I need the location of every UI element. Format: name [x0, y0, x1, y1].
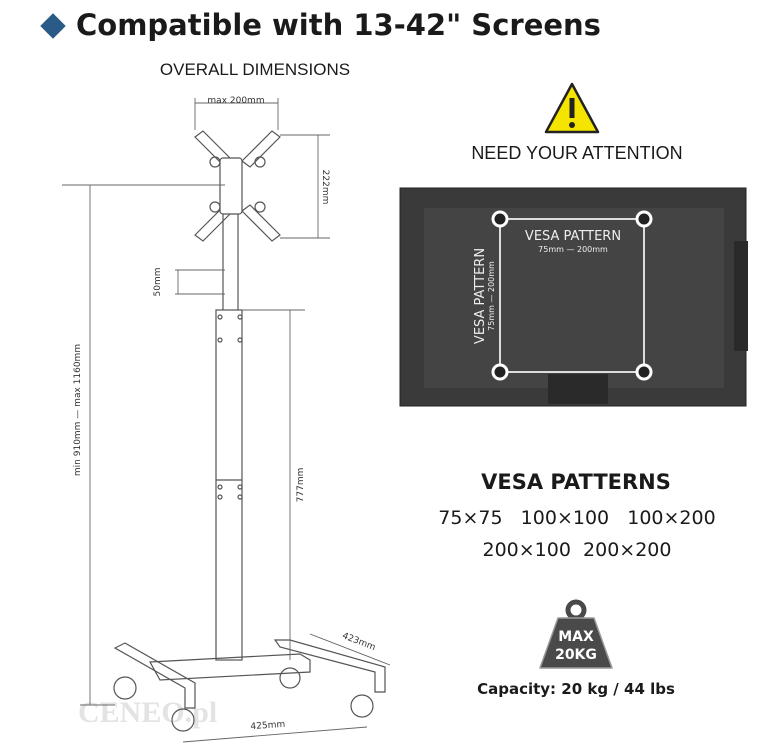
adjust-step-label: 50mm	[153, 268, 163, 297]
vesa-horizontal-range: 75mm — 200mm	[538, 245, 608, 254]
tv-back-image: VESA PATTERN 75mm — 200mm VESA PATTERN 7…	[399, 187, 748, 407]
vesa-vertical-label: VESA PATTERN	[473, 248, 488, 344]
vesa-horizontal-label: VESA PATTERN	[525, 229, 621, 244]
weight-badge-line2: 20KG	[555, 647, 597, 663]
warning-icon	[544, 82, 600, 134]
vesa-vertical-range: 75mm — 200mm	[487, 261, 496, 331]
bracket-width-label: max 200mm	[207, 96, 264, 106]
capacity-label: Capacity: 20 kg / 44 lbs	[477, 680, 675, 698]
weight-icon: MAX 20KG	[539, 599, 613, 669]
page-title: Compatible with 13-42" Screens	[76, 8, 601, 42]
pole	[215, 214, 243, 661]
stand-drawing: max 200mm 222mm 50mm min 910mm — max 116…	[62, 96, 391, 743]
pole-height-label: 777mm	[296, 468, 306, 503]
dimensions-heading: OVERALL DIMENSIONS	[159, 60, 351, 79]
vesa-patterns-line2: 200×100 200×200	[482, 539, 672, 561]
total-height-label: min 910mm — max 1160mm	[73, 344, 83, 476]
base	[113, 639, 386, 732]
vesa-patterns-line1: 75×75 100×100 100×200	[438, 507, 716, 529]
weight-badge-line1: MAX	[558, 629, 594, 645]
attention-label: NEED YOUR ATTENTION	[471, 143, 683, 163]
vesa-bracket	[194, 130, 281, 242]
bracket-height-label: 222mm	[320, 170, 330, 205]
dimension-lines	[62, 98, 391, 743]
vesa-patterns-title: VESA PATTERNS	[481, 470, 671, 494]
base-width-label: 425mm	[250, 720, 285, 732]
base-depth-label: 423mm	[341, 631, 377, 653]
